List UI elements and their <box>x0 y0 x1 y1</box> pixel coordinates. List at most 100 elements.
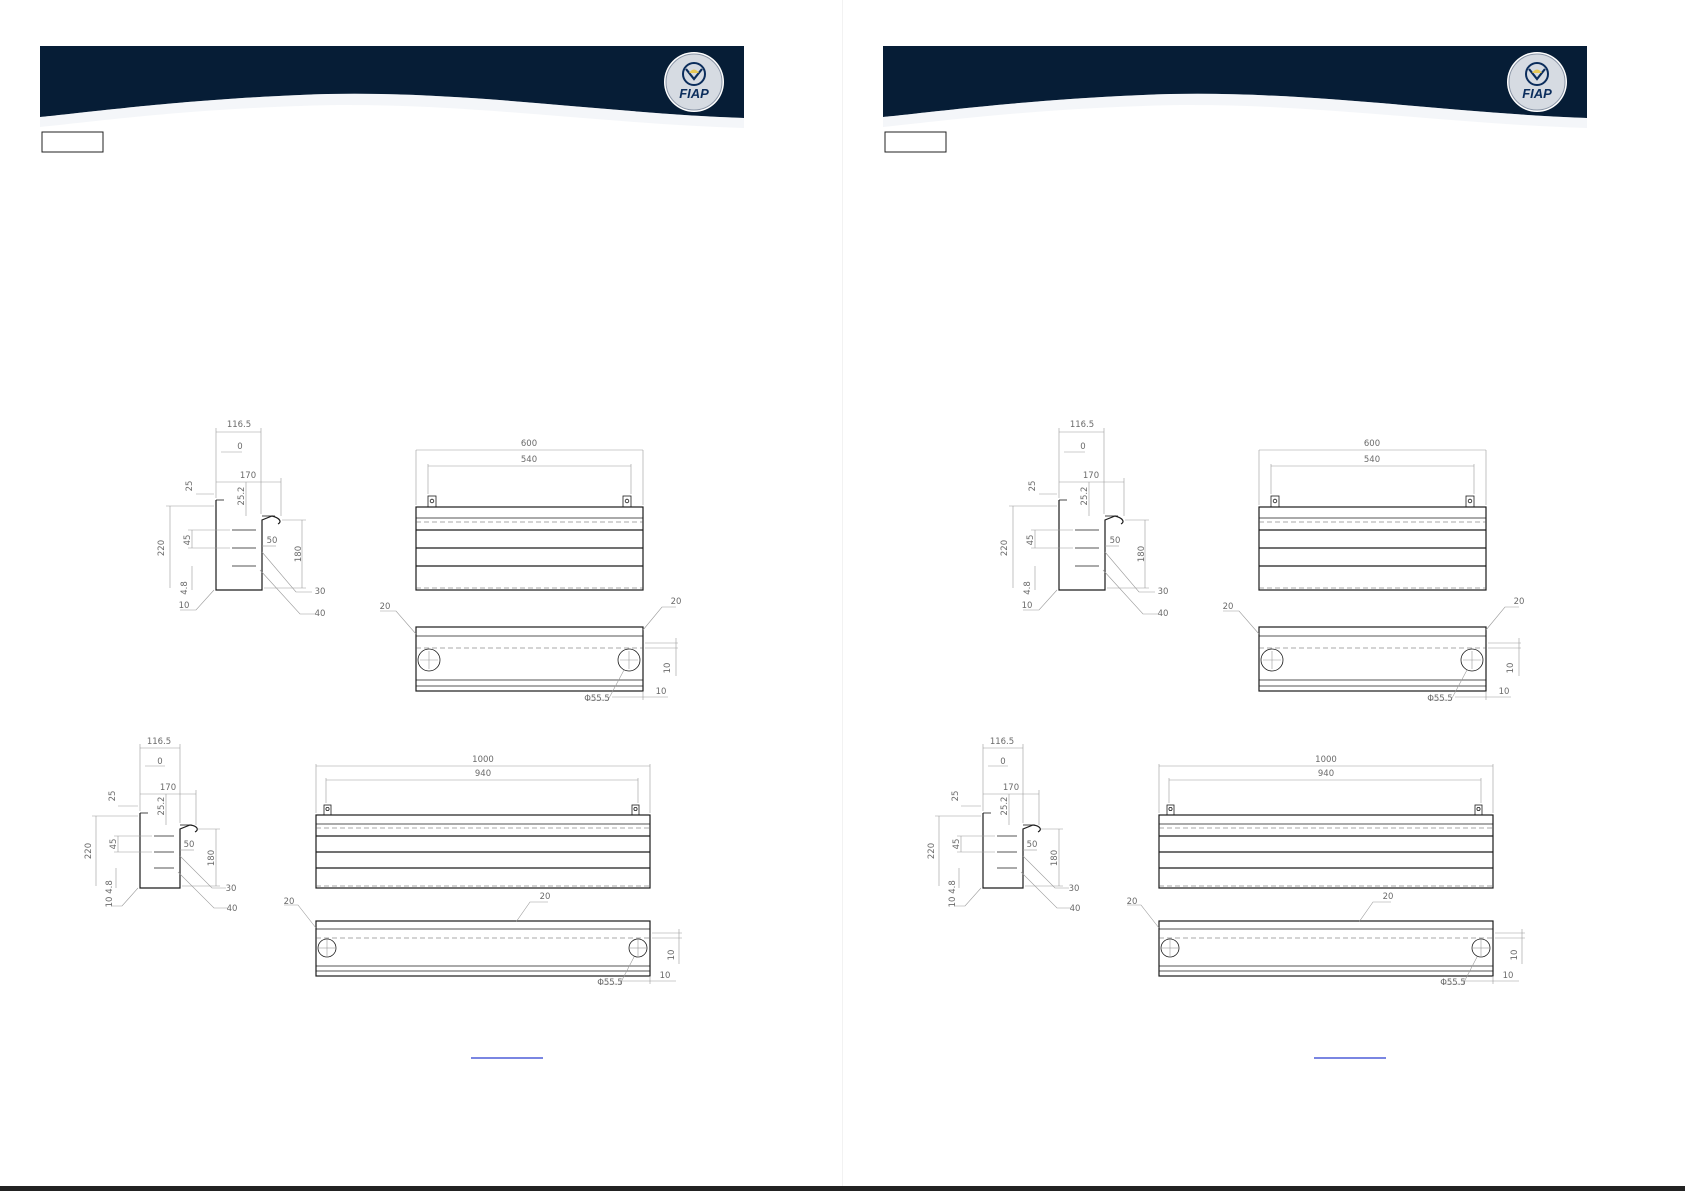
side-profile-600: 116.5 0 170 25 25.2 220 45 50 180 4.8 <box>157 420 325 619</box>
dim-step: 45 <box>1026 535 1036 546</box>
page-reference-box <box>41 131 104 153</box>
dim-base-left: 10 <box>105 897 115 908</box>
front-view-1000: 1000 940 <box>1158 755 1494 889</box>
dim-end: 10 <box>1499 687 1510 697</box>
dim-step: 45 <box>109 839 119 850</box>
dim-overall-width: 116.5 <box>147 737 171 747</box>
dim-inner-depth: 50 <box>184 840 195 850</box>
dim-chamfer-b: 40 <box>315 609 326 619</box>
dim-inner-depth: 50 <box>267 536 278 546</box>
dim-overall-width: 116.5 <box>227 420 251 430</box>
dim-base-small: 4.8 <box>948 880 958 894</box>
dim-depth: 170 <box>1083 471 1099 481</box>
dim-base-small: 4.8 <box>1023 581 1033 595</box>
dim-lip-height: 25 <box>185 481 195 492</box>
side-profile-600: 116.5 0 170 25 25.2 220 45 50 180 4.8 <box>1000 420 1168 619</box>
dim-chamfer-a: 30 <box>1158 587 1169 597</box>
dim-depth: 170 <box>160 783 176 793</box>
dim-base-small: 4.8 <box>180 581 190 595</box>
dim-inner-depth: 50 <box>1110 536 1121 546</box>
logo-text: FIAP <box>1522 86 1552 101</box>
dim-end: 10 <box>656 687 667 697</box>
side-profile-1000: 116.5 0 170 25 25.2 220 45 50 180 4.8 <box>84 737 237 914</box>
dim-step: 45 <box>183 535 193 546</box>
dim-hole-spacing: 540 <box>521 455 537 465</box>
drawing-sheet: FIAP 116.5 0 170 25 25.2 <box>40 46 744 1059</box>
top-view-600: 20 20 10 10 Φ55.5 <box>380 597 682 704</box>
dim-depth: 170 <box>240 471 256 481</box>
page-divider <box>842 0 843 1191</box>
dim-lip-offset: 25.2 <box>1080 487 1090 506</box>
dim-body-height: 180 <box>207 850 217 866</box>
dim-offset: 0 <box>1000 757 1005 767</box>
dim-hole-diameter: Φ55.5 <box>597 978 623 988</box>
dim-length: 600 <box>1364 439 1380 449</box>
dim-corner-right: 20 <box>671 597 682 607</box>
dim-corner-left: 20 <box>1127 897 1138 907</box>
side-profile-1000: 116.5 0 170 25 25.2 220 45 50 180 4.8 <box>927 737 1080 914</box>
header-wave <box>883 46 1587 118</box>
dim-lip-height: 25 <box>108 791 118 802</box>
logo-emblem-icon <box>1525 62 1549 86</box>
page-right: FIAP 116.5 0 170 25 25.2 <box>843 0 1685 1191</box>
dim-chamfer-b: 40 <box>1070 904 1081 914</box>
dim-total-height: 220 <box>84 843 94 859</box>
dim-lip-offset: 25.2 <box>157 797 167 816</box>
dim-offset: 0 <box>1080 442 1085 452</box>
dim-total-height: 220 <box>927 843 937 859</box>
dim-chamfer-b: 40 <box>1158 609 1169 619</box>
dim-body-height: 180 <box>1137 546 1147 562</box>
dim-chamfer-a: 30 <box>1069 884 1080 894</box>
dim-hole-diameter: Φ55.5 <box>584 694 610 704</box>
dim-lip-height: 25 <box>1028 481 1038 492</box>
dim-base-small: 4.8 <box>105 880 115 894</box>
dim-base-left: 10 <box>179 601 190 611</box>
dim-edge: 10 <box>1506 663 1516 674</box>
dim-hole-spacing: 540 <box>1364 455 1380 465</box>
dim-offset: 0 <box>237 442 242 452</box>
drawing-600: 116.5 0 170 25 25.2 220 45 50 180 4.8 <box>157 420 681 704</box>
dim-inner-depth: 50 <box>1027 840 1038 850</box>
dim-lip-height: 25 <box>951 791 961 802</box>
fiap-logo: FIAP <box>1507 52 1567 112</box>
drawing-600: 116.5 0 170 25 25.2 220 45 50 180 4.8 <box>1000 420 1524 704</box>
front-view-1000: 1000 940 <box>315 755 651 889</box>
logo-text: FIAP <box>679 86 709 101</box>
top-view-600: 20 20 10 10 Φ55.5 <box>1223 597 1525 704</box>
dim-corner-left: 20 <box>380 602 391 612</box>
dim-overall-width: 116.5 <box>990 737 1014 747</box>
page-left: FIAP 116.5 0 170 25 25.2 <box>0 0 842 1191</box>
dim-edge: 10 <box>667 950 677 961</box>
logo-emblem-icon <box>682 62 706 86</box>
dim-edge: 10 <box>663 663 673 674</box>
drawing-sheet: FIAP 116.5 0 170 25 25.2 <box>883 46 1587 1059</box>
page-reference-box <box>884 131 947 153</box>
dim-end: 10 <box>1503 971 1514 981</box>
dim-step: 45 <box>952 839 962 850</box>
fiap-logo: FIAP <box>664 52 724 112</box>
dim-hole-diameter: Φ55.5 <box>1427 694 1453 704</box>
dim-depth: 170 <box>1003 783 1019 793</box>
dim-chamfer-a: 30 <box>315 587 326 597</box>
front-view-600: 600 540 <box>1258 439 1487 591</box>
front-view-600: 600 540 <box>415 439 644 591</box>
header-banner: FIAP <box>40 46 744 128</box>
dim-corner-mid: 20 <box>540 892 551 902</box>
dim-lip-offset: 25.2 <box>1000 797 1010 816</box>
dim-end: 10 <box>660 971 671 981</box>
dim-chamfer-a: 30 <box>226 884 237 894</box>
dim-length: 1000 <box>472 755 494 765</box>
dim-hole-diameter: Φ55.5 <box>1440 978 1466 988</box>
dim-length: 1000 <box>1315 755 1337 765</box>
dim-body-height: 180 <box>294 546 304 562</box>
header-wave <box>40 46 744 118</box>
dim-total-height: 220 <box>157 540 167 556</box>
dim-corner-left: 20 <box>284 897 295 907</box>
dim-overall-width: 116.5 <box>1070 420 1094 430</box>
dim-base-left: 10 <box>948 897 958 908</box>
dim-edge: 10 <box>1510 950 1520 961</box>
dim-base-left: 10 <box>1022 601 1033 611</box>
bottom-band <box>0 1186 1685 1191</box>
drawing-1000: 116.5 0 170 25 25.2 220 45 50 180 4.8 <box>84 737 682 988</box>
dim-offset: 0 <box>157 757 162 767</box>
